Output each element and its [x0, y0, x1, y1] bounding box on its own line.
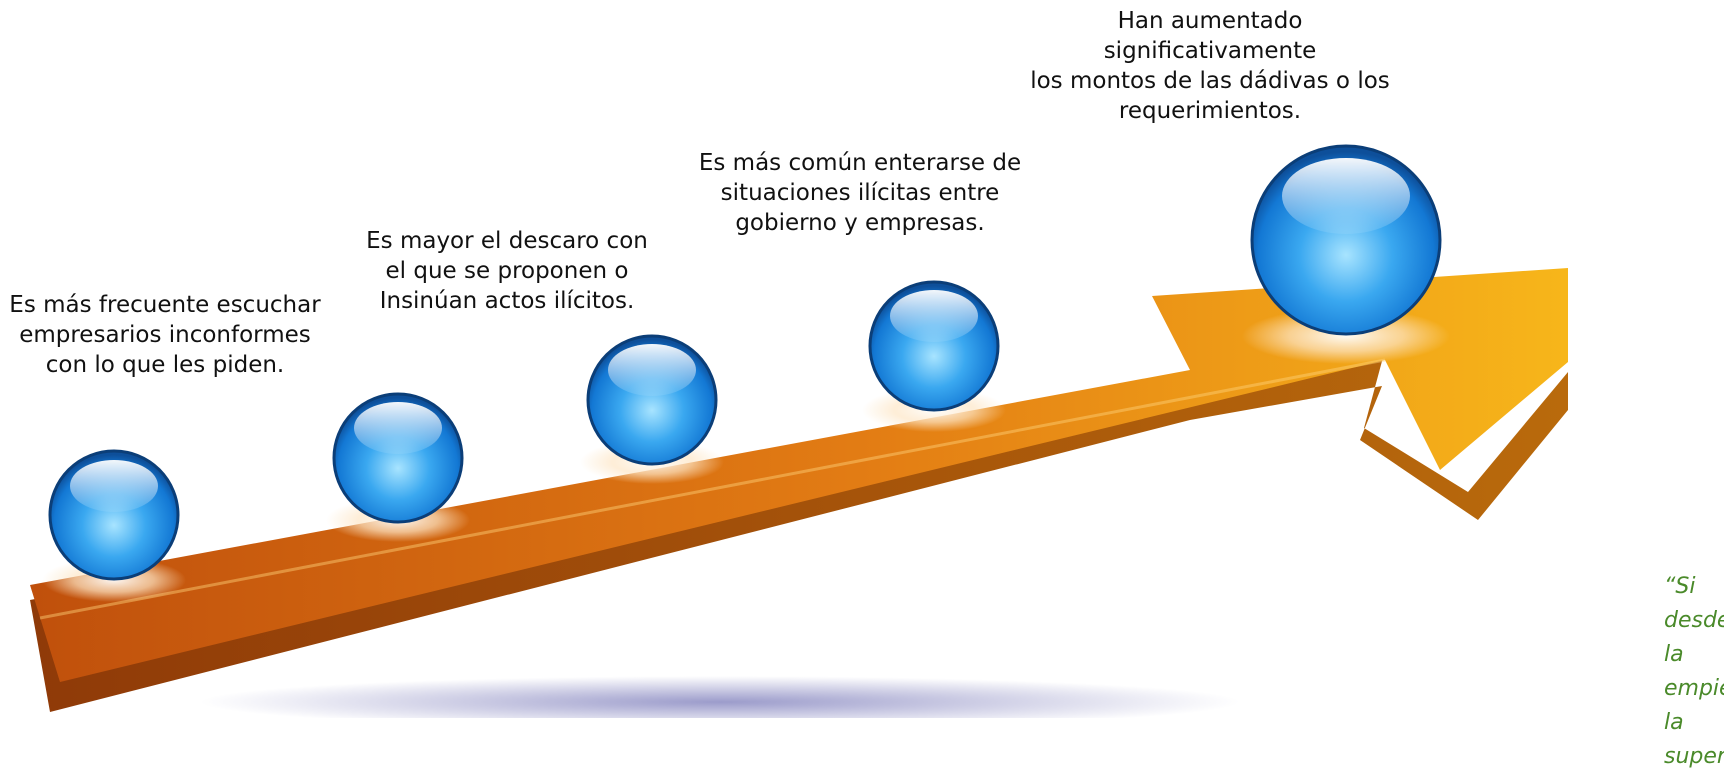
step-marker-2 [326, 392, 470, 542]
step-3-text: Es más común enterarse de situaciones il… [698, 150, 1022, 236]
timeline-diagram [30, 144, 1568, 718]
step-4-text: Han aumentado significativamente los mon… [1030, 8, 1390, 124]
arrow-floor-shadow [200, 676, 1240, 718]
arrow-ridge [39, 358, 1386, 620]
step-marker-1 [42, 449, 186, 602]
arrow-side [30, 350, 1568, 712]
arrow-body [30, 268, 1568, 682]
step-marker-3 [580, 334, 724, 484]
step-1-text: Es más frecuente escuchar empresarios in… [9, 292, 321, 378]
quote-text: “Si desde la empieza la supervisores [1664, 574, 1724, 769]
step-marker-4 [862, 280, 1006, 432]
step-marker-5 [1242, 144, 1450, 364]
step-2-text: Es mayor el descaro con el que se propon… [366, 228, 648, 314]
